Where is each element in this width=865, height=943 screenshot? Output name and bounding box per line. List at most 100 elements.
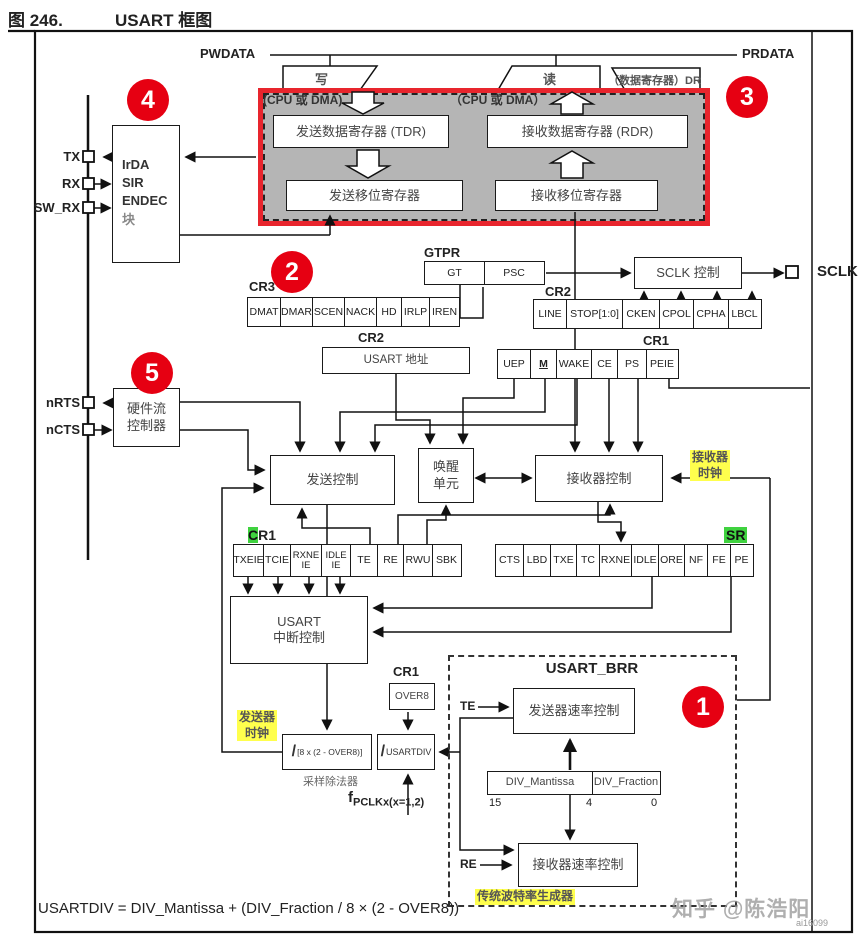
legacy-brg-note: 传统波特率生成器 (475, 889, 576, 905)
register-bit-cell: TXE (550, 544, 577, 577)
register-bit-cell: TXEIE (233, 544, 264, 577)
usartdiv-formula: USARTDIV = DIV_Mantissa + (DIV_Fraction … (38, 900, 460, 917)
top-bus-lines (270, 54, 737, 66)
cr1-over8-label: CR1 (393, 664, 420, 679)
badge-4: 4 (127, 79, 169, 121)
tx-shift-register-box: 发送移位寄存器 (286, 180, 463, 211)
badge-5: 5 (131, 352, 173, 394)
register-bit-cell: LBD (522, 544, 552, 577)
register-bit-cell: DMAT (247, 297, 281, 327)
register-bit-cell: SBK (431, 544, 462, 577)
cr3-register-row: DMAT DMAR SCEN NACK HD IRLP IREN (247, 297, 460, 327)
hw-flow-line1: 硬件流 (126, 401, 166, 417)
register-bit-cell: DMAR (279, 297, 314, 327)
irda-line1: IrDA (122, 157, 150, 172)
register-bit-cell: IDLE IE (320, 544, 352, 577)
register-bit-cell: FE (707, 544, 731, 577)
rx-clock-line1: 接收器 (692, 450, 729, 464)
usartdiv-slash: / (380, 743, 386, 761)
pwdata-label: PWDATA (200, 46, 256, 61)
over8-box: OVER8 (389, 683, 435, 710)
register-bit-cell: TC (575, 544, 601, 577)
register-bit-cell: TE (350, 544, 378, 577)
hw-flow-line2: 控制器 (126, 417, 166, 433)
watermark: 知乎 @陈浩阳 (672, 898, 811, 921)
tx-clock-line2: 时钟 (245, 725, 270, 740)
usart-brr-label: USART_BRR (545, 660, 639, 677)
register-bit-cell: HD (376, 297, 402, 327)
badge-3: 3 (726, 76, 768, 118)
rx-rate-control-box: 接收器速率控制 (518, 843, 638, 887)
pin-rx-label: RX (61, 176, 80, 191)
sclk-control-box: SCLK 控制 (634, 257, 742, 289)
irda-sir-endec-box: IrDA SIR ENDEC 块 (112, 125, 180, 263)
cr1-top-label: CR1 (643, 333, 670, 348)
page-title: USART 框图 (115, 11, 213, 30)
register-bit-cell: IDLE (630, 544, 660, 577)
wakeup-unit-box: 唤醒 单元 (418, 448, 474, 503)
register-bit-cell: PEIE (645, 349, 679, 379)
register-bit-cell: NACK (343, 297, 378, 327)
register-bit-cell: PS (617, 349, 647, 379)
cr2-register-row: LINE STOP[1:0] CKEN CPOL CPHA LBCL (533, 299, 762, 329)
cpu-dma-left-label: (CPU 或 DMA) (263, 93, 343, 107)
te-label: TE (460, 699, 476, 713)
gtpr-label: GTPR (424, 245, 461, 260)
write-label: 写 (315, 72, 329, 87)
cr1-label-highlight: C (248, 527, 259, 543)
register-bit-cell: CKEN (622, 299, 660, 329)
register-bit-cell: TCIE (262, 544, 292, 577)
div-mantissa-box: DIV_Mantissa (487, 771, 593, 795)
register-bit-cell: NF (683, 544, 709, 577)
figure-number: 图 246. (8, 11, 63, 30)
register-bit-cell-m: M (529, 349, 558, 379)
pin-ncts-label: nCTS (46, 422, 80, 437)
register-bit-cell: RE (376, 544, 405, 577)
irda-line3: ENDEC (122, 193, 168, 209)
pin-nrts-label: nRTS (46, 395, 80, 410)
register-bit-cell: LINE (533, 299, 567, 329)
hw-flow-control-box: 硬件流 控制器 (113, 388, 180, 447)
register-bit-cell: PE (729, 544, 754, 577)
register-bit-cell: RWU (403, 544, 433, 577)
sr-register-row: CTS LBD TXE TC RXNE IDLE ORE NF FE PE (495, 544, 754, 577)
register-bit-cell: IREN (429, 297, 460, 327)
cr1-bottom-register-row: TXEIE TCIE RXNE IE IDLE IE TE RE RWU SBK (233, 544, 462, 577)
divider-slash: / (291, 743, 297, 761)
rx-control-box: 接收器控制 (535, 455, 663, 502)
divider-expr: [8 x (2 - OVER8)] (297, 746, 363, 757)
register-bit-cell: CTS (495, 544, 524, 577)
register-bit-cell: CE (590, 349, 619, 379)
tx-rate-control-box: 发送器速率控制 (513, 688, 635, 734)
cpu-dma-right-label: （CPU 或 DMA） (450, 93, 546, 107)
usartdiv-box: / USARTDIV (377, 734, 435, 770)
rx-clock-note: 接收器 时钟 (690, 450, 731, 482)
register-bit-cell: WAKE (556, 349, 592, 379)
wakeup-line2: 单元 (432, 475, 459, 491)
pin-tx-label: TX (63, 149, 80, 164)
rx-shift-register-box: 接收移位寄存器 (495, 180, 658, 211)
gtpr-register-row: GT PSC (424, 261, 545, 285)
rdr-box: 接收数据寄存器 (RDR) (487, 115, 688, 148)
register-bit-cell: RXNE (599, 544, 632, 577)
rx-clock-line2: 时钟 (698, 465, 723, 480)
register-bit-cell: CPOL (658, 299, 695, 329)
irq-line2: 中断控制 (272, 630, 325, 645)
register-bit-cell: UEP (497, 349, 531, 379)
pin-sclk-label: SCLK (817, 263, 858, 280)
register-bit-cell: SCEN (312, 297, 345, 327)
fpclk-sub: PCLKx(x=1,2) (353, 796, 425, 809)
cr2-bits-label: CR2 (545, 284, 572, 299)
usart-interrupt-control-box: USART 中断控制 (230, 596, 368, 664)
register-bit-cell: GT (424, 261, 485, 285)
sampling-divider-box: / [8 x (2 - OVER8)] (282, 734, 372, 770)
pin-swrx-label: SW_RX (33, 200, 80, 215)
irda-line2: SIR (122, 175, 144, 191)
div-fraction-box: DIV_Fraction (591, 771, 661, 795)
cr1-bottom-label: CR1 (248, 527, 276, 543)
cr1-top-register-row: UEP M WAKE CE PS PEIE (497, 349, 679, 379)
sr-label: SR (724, 527, 748, 543)
tdr-box: 发送数据寄存器 (TDR) (273, 115, 449, 148)
badge-1: 1 (682, 686, 724, 728)
